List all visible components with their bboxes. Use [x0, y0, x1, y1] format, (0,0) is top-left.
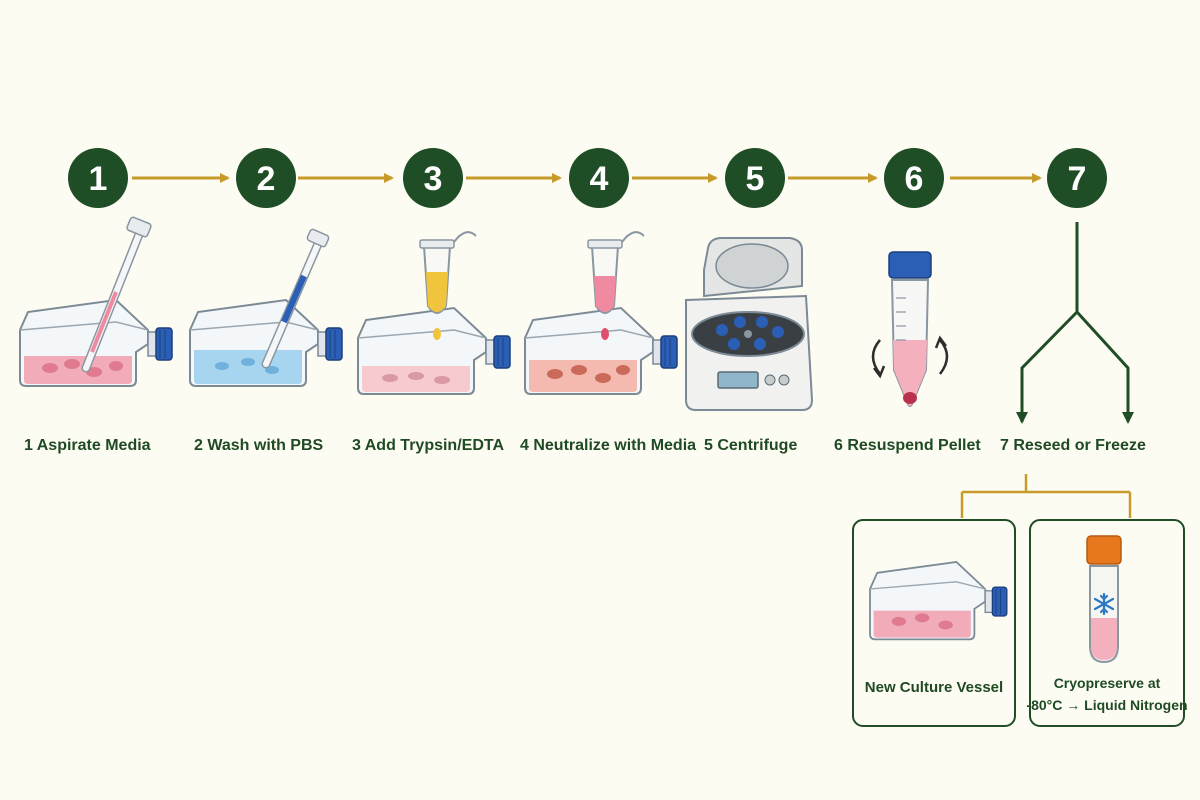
step-circle-1: 1: [68, 148, 128, 208]
step-label-1: 1 Aspirate Media: [24, 437, 151, 454]
outcome-freeze-box: Cryopreserve at -80°C → Liquid Nitrogen: [1026, 519, 1188, 727]
pipette-icon: [261, 228, 330, 369]
svg-text:4: 4: [590, 160, 609, 198]
svg-text:1: 1: [89, 160, 108, 198]
snowflake-icon: [1093, 592, 1115, 616]
step-circle-3: 3: [403, 148, 463, 208]
step-circle-6: 6: [884, 148, 944, 208]
microtube-icon: [419, 231, 477, 340]
cryovial-icon: [1086, 535, 1122, 664]
step-circle-5: 5: [725, 148, 785, 208]
branch-arrows: [1016, 222, 1134, 424]
culture-flask-icon: [357, 307, 511, 395]
step-circle-7: 7: [1047, 148, 1107, 208]
culture-flask-icon: [524, 307, 678, 395]
step-label-2: 2 Wash with PBS: [194, 437, 324, 454]
culture-flask-icon: [869, 561, 1008, 641]
microtube-icon: [587, 231, 645, 340]
step-1-illustration: [19, 216, 173, 387]
step-2-illustration: [189, 228, 343, 387]
step-circle-2: 2: [236, 148, 296, 208]
step-4-illustration: [524, 231, 678, 395]
svg-text:7: 7: [1068, 160, 1087, 198]
freeze-label-line1: Cryopreserve at: [1054, 675, 1161, 691]
svg-text:3: 3: [424, 160, 443, 198]
pipette-icon: [81, 216, 152, 373]
step-circles: 1 2 3 4 5 6 7: [68, 148, 1107, 208]
culture-flask-icon: [19, 299, 173, 387]
step-label-7: 7 Reseed or Freeze: [1000, 437, 1146, 454]
step-label-6: 6 Resuspend Pellet: [834, 437, 981, 454]
step-label-5: 5 Centrifuge: [704, 437, 797, 454]
conical-tube-icon: [871, 251, 949, 407]
svg-text:5: 5: [746, 160, 765, 198]
rotation-arrows-icon: [871, 335, 949, 379]
outcome-bracket: [960, 474, 1132, 518]
step-circle-4: 4: [569, 148, 629, 208]
step-label-3: 3 Add Trypsin/EDTA: [352, 437, 504, 454]
step-label-4: 4 Neutralize with Media: [520, 437, 696, 454]
freeze-label-line2: -80°C → Liquid Nitrogen: [1026, 697, 1187, 713]
culture-flask-icon: [189, 299, 343, 387]
step-labels: 1 Aspirate Media 2 Wash with PBS 3 Add T…: [24, 437, 1146, 454]
step-3-illustration: [357, 231, 511, 395]
svg-text:6: 6: [905, 160, 924, 198]
svg-text:2: 2: [257, 160, 276, 198]
reseed-label: New Culture Vessel: [865, 679, 1003, 696]
outcome-reseed-box: New Culture Vessel: [852, 519, 1016, 727]
centrifuge-icon: [685, 237, 814, 411]
